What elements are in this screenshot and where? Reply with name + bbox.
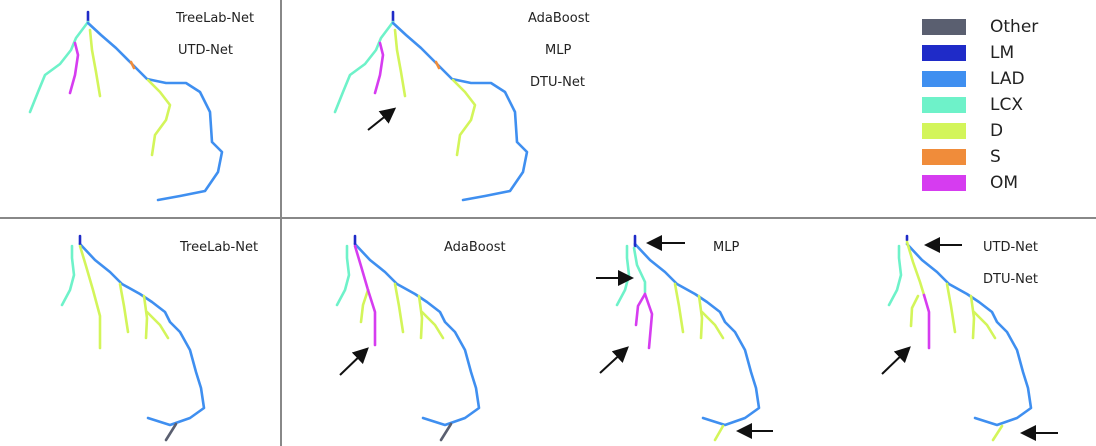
top-vessel-tree-2	[333, 10, 529, 202]
method-label: AdaBoost	[444, 240, 506, 255]
legend-swatch	[922, 175, 966, 191]
legend-swatch	[922, 71, 966, 87]
top-vessel-tree-1	[28, 10, 224, 202]
arrow-icon	[881, 346, 911, 375]
legend-label: D	[990, 121, 1004, 141]
legend-item-lm: LM	[922, 43, 1014, 63]
legend-item-lad: LAD	[922, 69, 1025, 89]
legend-swatch	[922, 149, 966, 165]
legend-item-s: S	[922, 147, 1001, 167]
arrow-icon	[599, 346, 629, 374]
method-label: MLP	[545, 43, 572, 58]
legend-item-om: OM	[922, 173, 1018, 193]
method-label: UTD-Net	[178, 43, 233, 58]
bottom-vessel-tree-2	[335, 234, 481, 442]
method-label: TreeLab-Net	[176, 11, 255, 26]
legend-item-lcx: LCX	[922, 95, 1023, 115]
legend-label: Other	[990, 17, 1039, 37]
method-label: AdaBoost	[528, 11, 590, 26]
legend-item-d: D	[922, 121, 1003, 141]
method-label: DTU-Net	[530, 75, 585, 90]
legend-label: LAD	[990, 69, 1025, 89]
legend-swatch	[922, 123, 966, 139]
bottom-vessel-tree-3	[615, 234, 761, 442]
method-label: UTD-Net	[983, 240, 1038, 255]
legend-label: LM	[990, 43, 1015, 63]
legend-label: LCX	[990, 95, 1023, 115]
legend-item-other: Other	[922, 17, 1038, 37]
arrow-icon	[339, 347, 369, 376]
bottom-vessel-tree-1	[60, 234, 206, 442]
bottom-vessel-tree-4	[887, 234, 1033, 442]
method-label: MLP	[713, 240, 740, 255]
arrow-icon	[367, 107, 397, 131]
legend-swatch	[922, 97, 966, 113]
legend-label: OM	[990, 173, 1019, 193]
legend-swatch	[922, 45, 966, 61]
legend-label: S	[990, 147, 1001, 167]
method-label: TreeLab-Net	[180, 240, 259, 255]
method-label: DTU-Net	[983, 272, 1038, 287]
legend-swatch	[922, 19, 966, 35]
